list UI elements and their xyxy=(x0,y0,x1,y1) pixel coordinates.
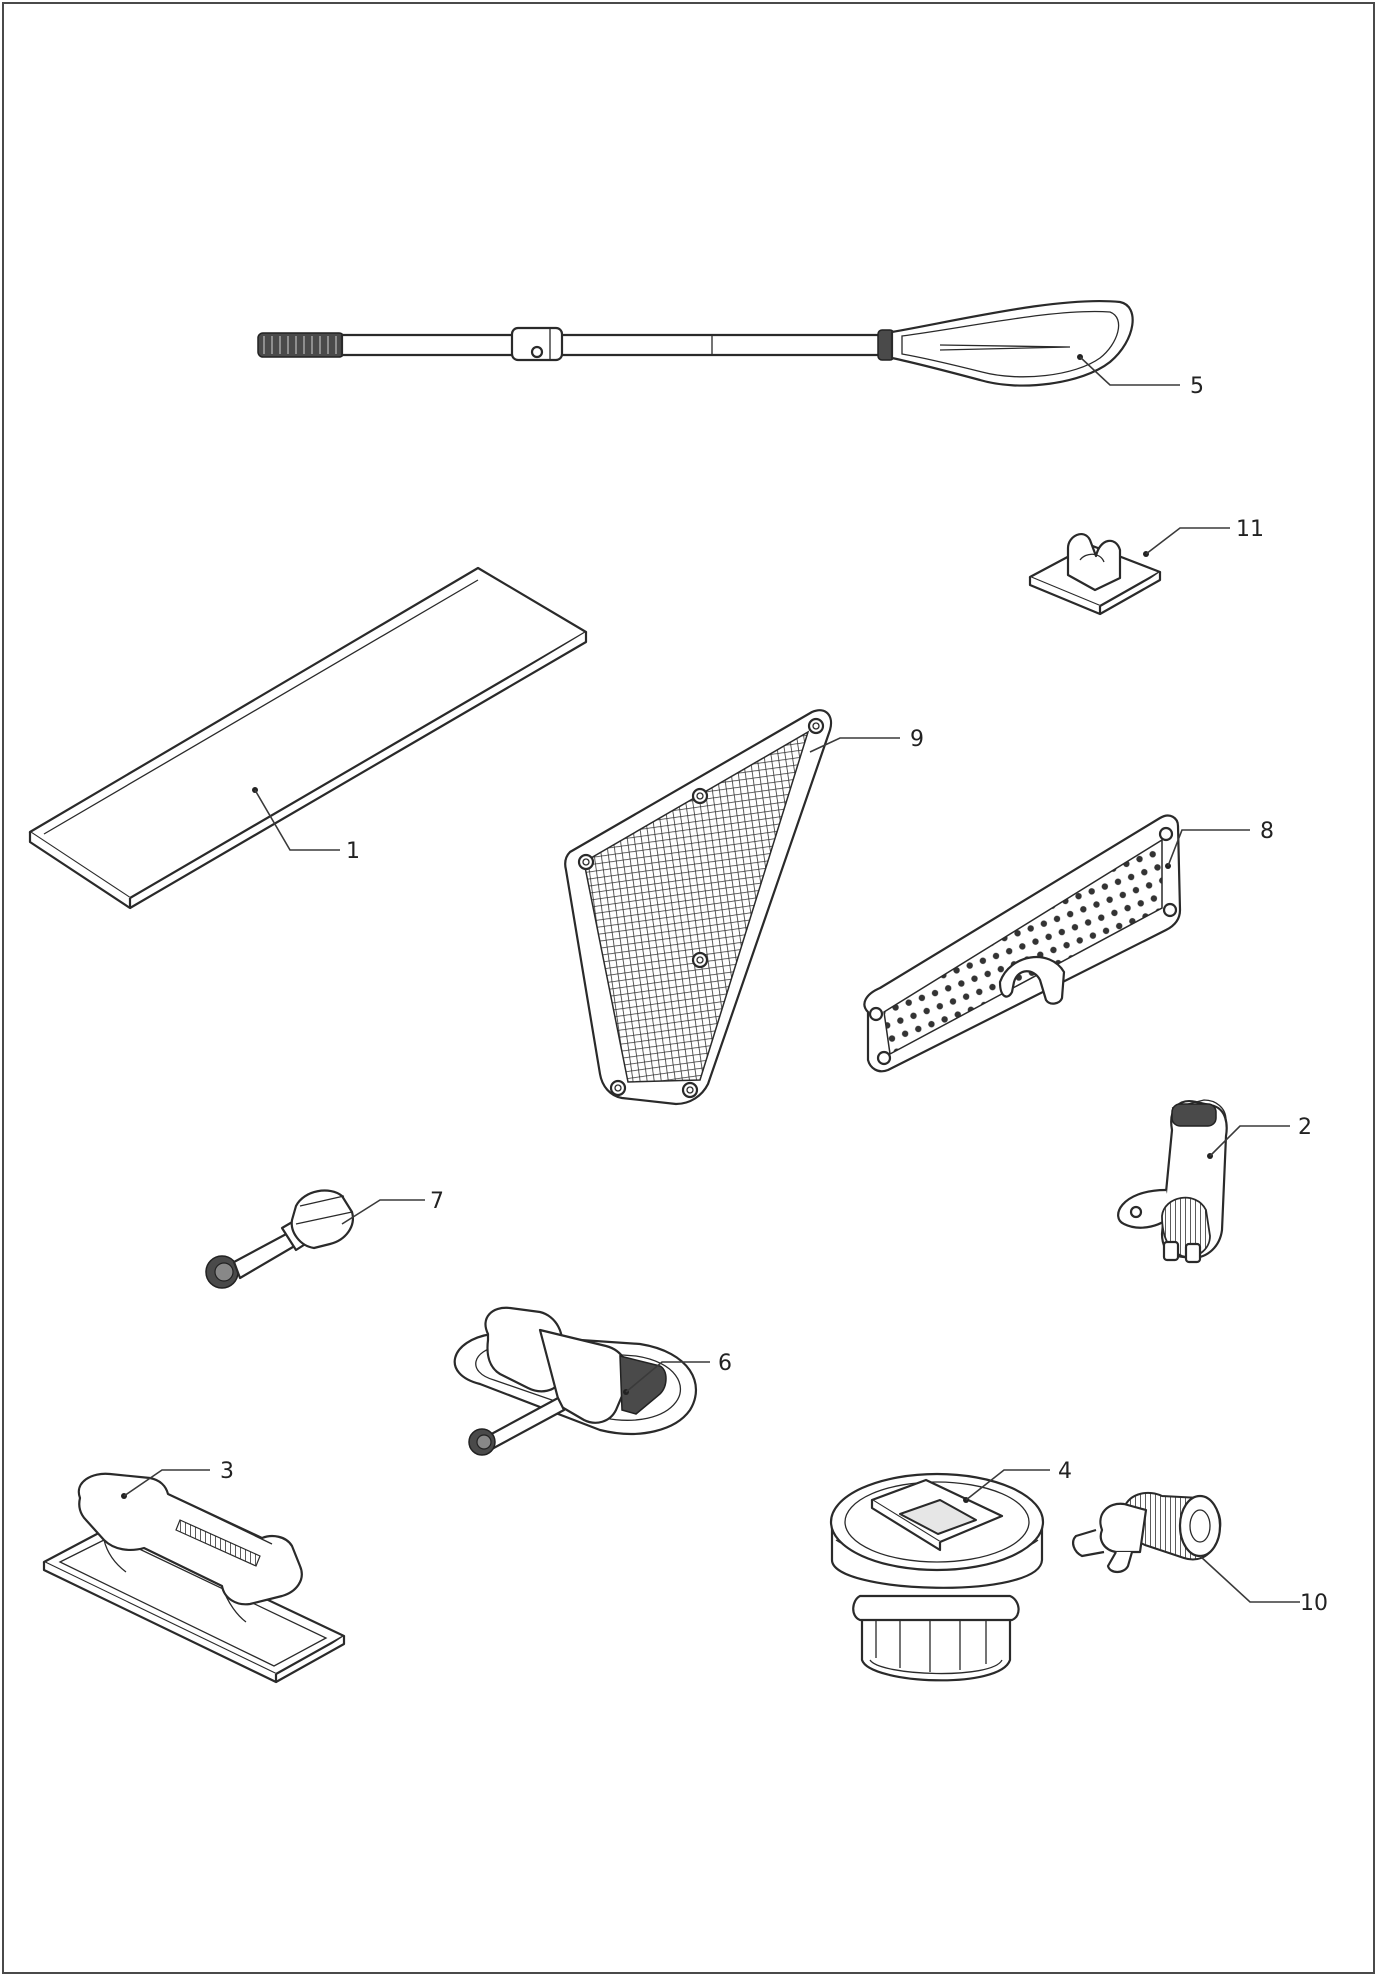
callout-10: 10 xyxy=(1300,1591,1328,1616)
paddle-part xyxy=(257,299,1180,387)
callout-6: 6 xyxy=(718,1351,732,1376)
callout-3: 3 xyxy=(220,1459,234,1484)
callout-9: 9 xyxy=(910,727,924,752)
perforated-panel-part xyxy=(863,814,1250,1073)
valve-part xyxy=(1117,1099,1290,1264)
mesh-panel-part xyxy=(564,709,900,1106)
pump-adapter-part xyxy=(1072,1491,1300,1603)
callout-7: 7 xyxy=(430,1189,444,1214)
callout-4: 4 xyxy=(1058,1459,1072,1484)
oar-clip-part xyxy=(1028,527,1230,616)
callout-2: 2 xyxy=(1298,1115,1312,1140)
callout-5: 5 xyxy=(1190,374,1204,399)
oarlock-base-part xyxy=(453,1306,710,1456)
seat-board-part xyxy=(28,566,588,910)
callout-8: 8 xyxy=(1260,819,1274,844)
callout-1: 1 xyxy=(346,839,360,864)
callout-11: 11 xyxy=(1236,517,1264,542)
carry-handle-part xyxy=(42,1469,346,1684)
inflation-valve-part xyxy=(829,1469,1050,1682)
oarlock-pin-part xyxy=(205,1189,425,1289)
